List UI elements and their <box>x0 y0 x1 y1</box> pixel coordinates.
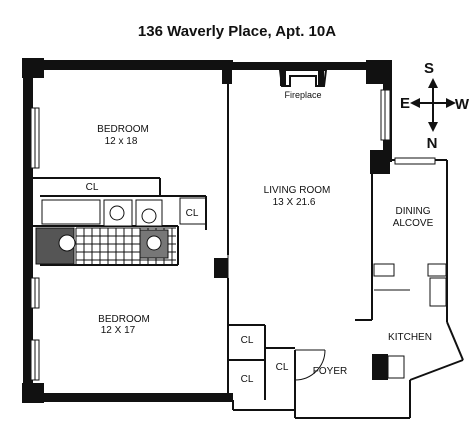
fireplace-label: Fireplace <box>284 90 321 100</box>
compass: S N E W <box>400 60 470 152</box>
window-living-right <box>380 89 391 141</box>
kitchen-fixtures <box>373 263 447 379</box>
living-room-name: LIVING ROOM <box>264 185 331 196</box>
bathroom-fixtures <box>35 199 169 265</box>
bedroom2-size: 12 X 17 <box>101 325 136 336</box>
door-swings <box>227 255 326 381</box>
compass-north-label: N <box>427 135 438 152</box>
outer-walls <box>22 58 464 419</box>
dining-label-line1: DINING <box>396 206 431 217</box>
closet-label-top: CL <box>86 182 99 193</box>
foyer-label: FOYER <box>313 366 347 377</box>
compass-west-label: W <box>455 96 470 113</box>
closet-label-lower-1: CL <box>241 335 254 346</box>
window-dining <box>394 157 436 165</box>
window-left-upper <box>30 107 40 169</box>
bedroom1-size: 12 x 18 <box>105 136 138 147</box>
window-left-lower <box>30 277 40 381</box>
closet-label-foyer: CL <box>276 362 289 373</box>
fireplace <box>278 69 328 87</box>
plan-title: 136 Waverly Place, Apt. 10A <box>138 23 336 40</box>
kitchen-label: KITCHEN <box>388 332 432 343</box>
closet-label-bath-side: CL <box>186 208 199 219</box>
closet-label-lower-2: CL <box>241 374 254 385</box>
dining-label-line2: ALCOVE <box>393 218 434 229</box>
compass-east-label: E <box>400 95 410 112</box>
bedroom1-name: BEDROOM <box>97 124 149 135</box>
bedroom2-name: BEDROOM <box>98 314 150 325</box>
living-room-size: 13 X 21.6 <box>273 197 316 208</box>
compass-south-label: S <box>424 60 434 77</box>
interior-walls <box>33 64 373 400</box>
